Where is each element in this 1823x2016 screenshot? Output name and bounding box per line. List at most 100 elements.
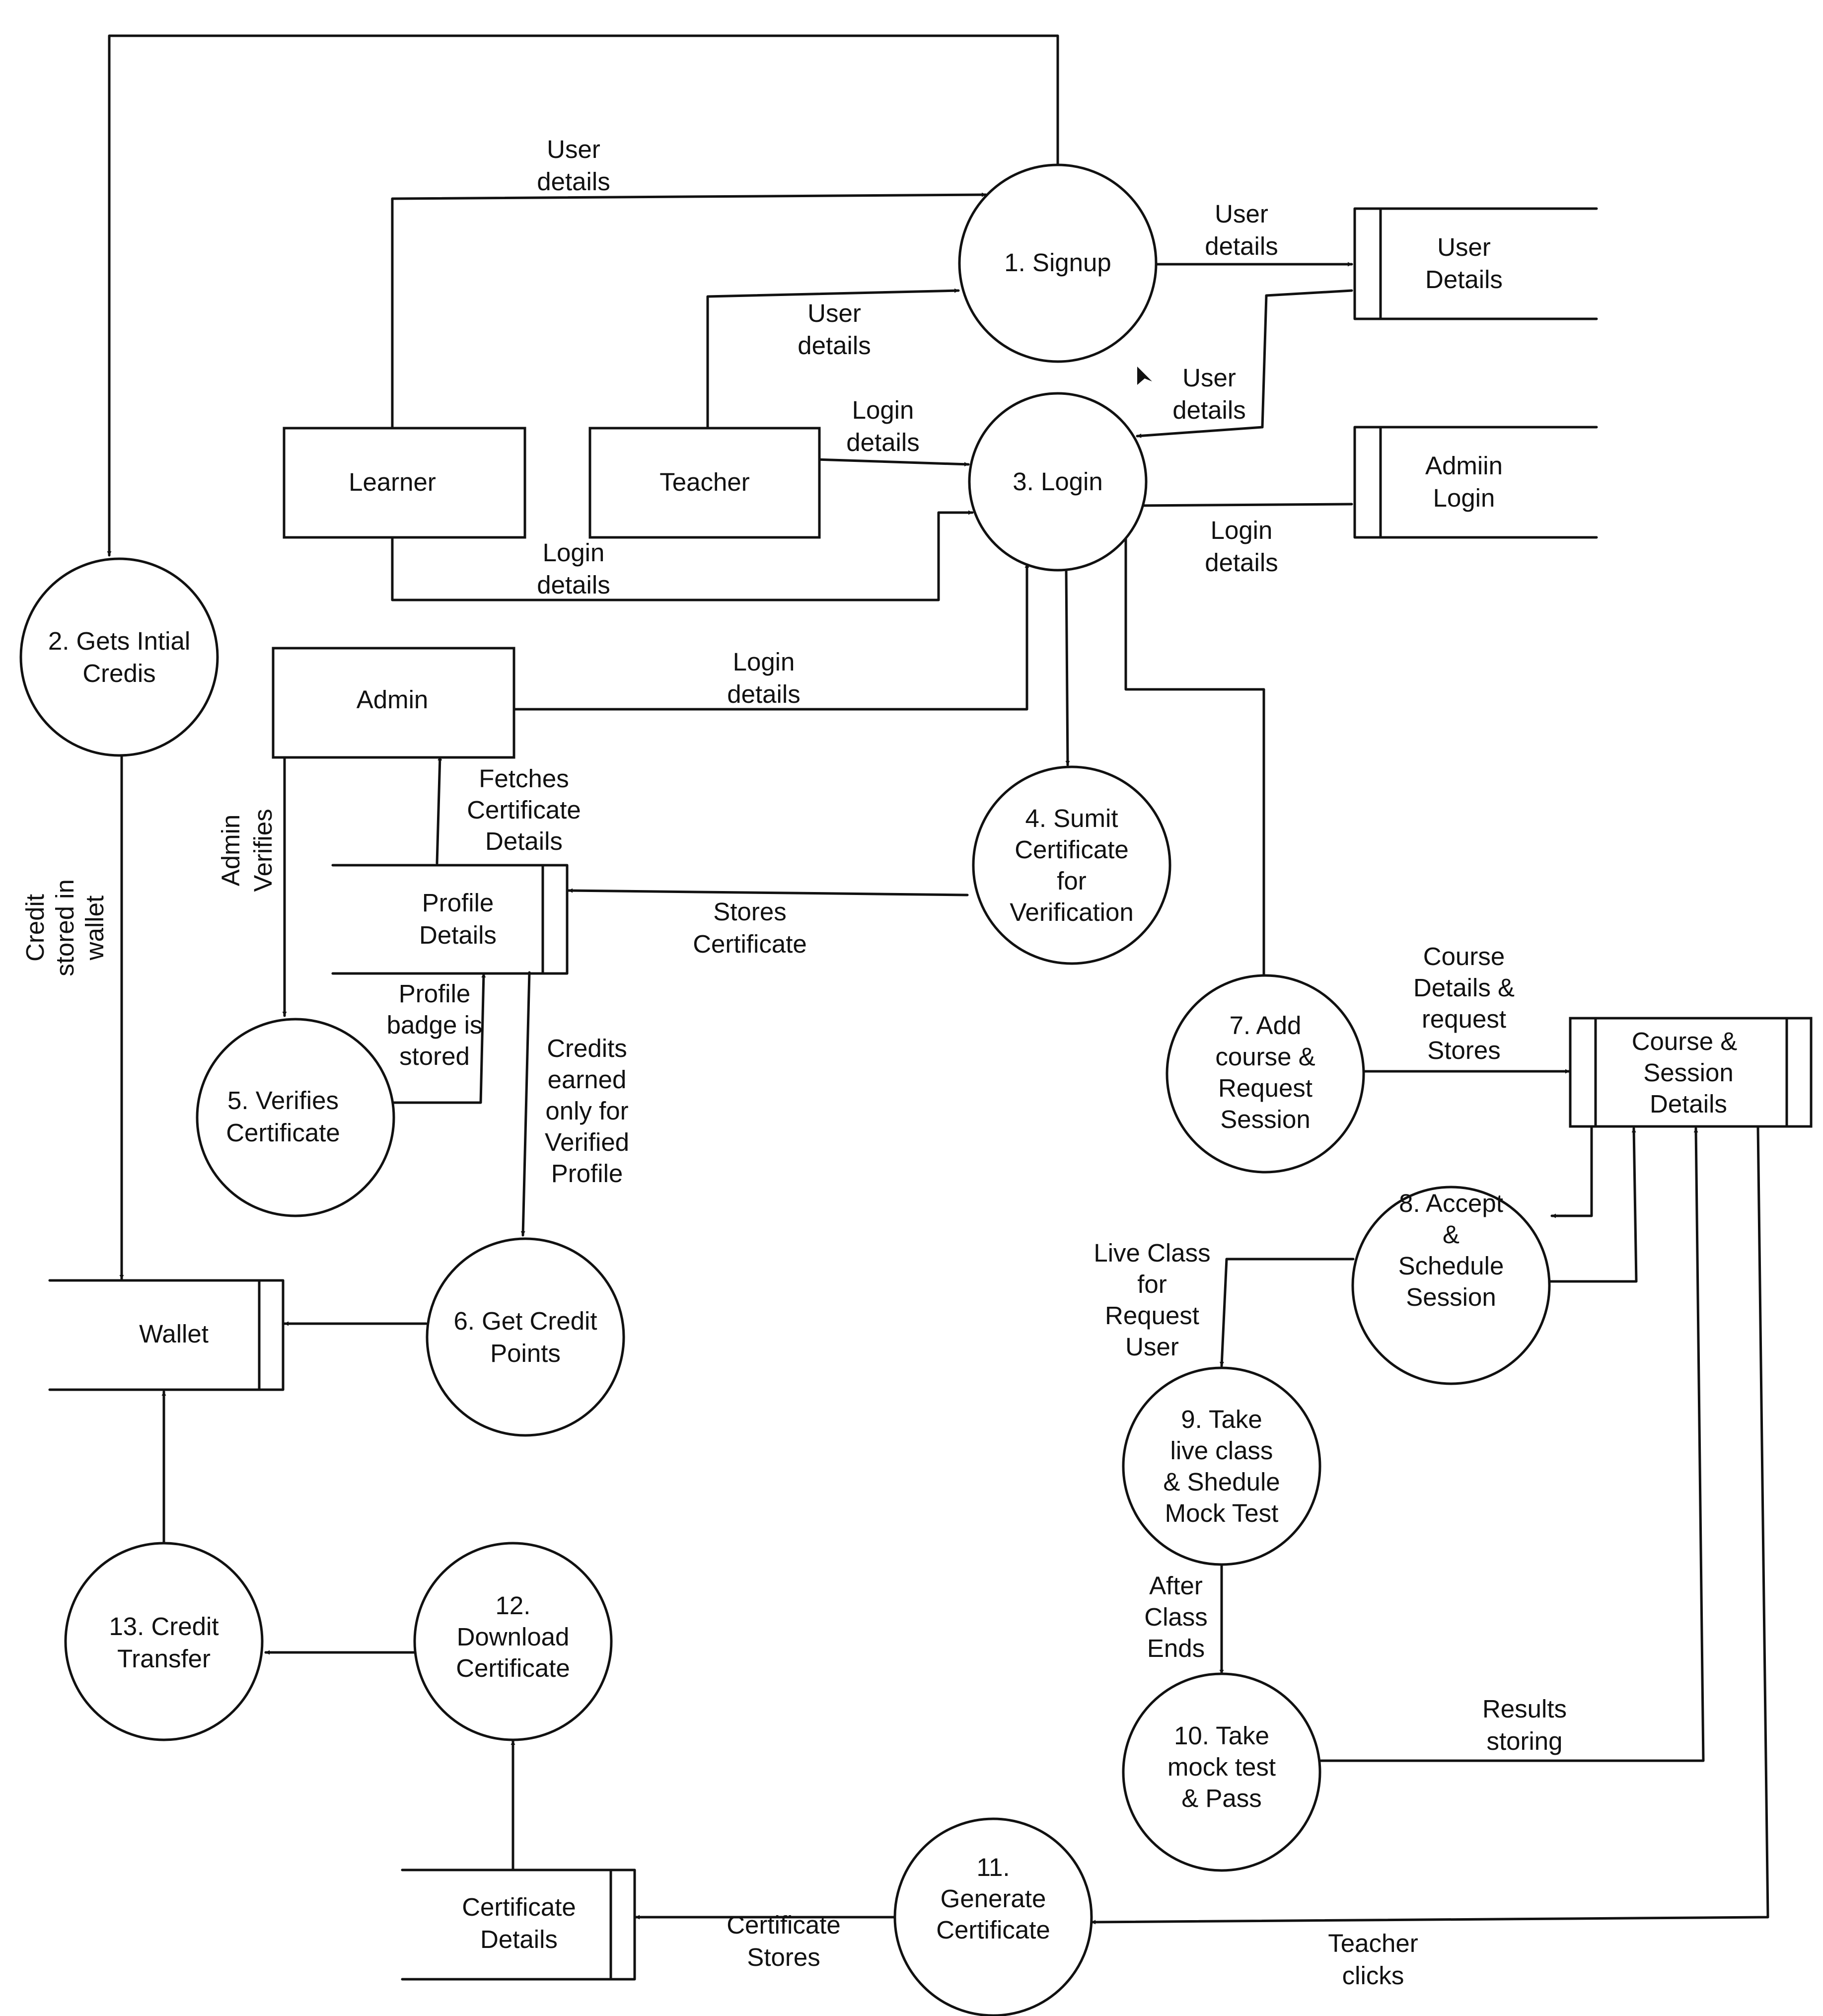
label-after-class: After Class Ends xyxy=(1144,1571,1208,1662)
process-login-label: 3. Login xyxy=(1013,467,1103,496)
label-text: badge is xyxy=(387,1011,483,1039)
store-profile-details-label-1: Profile xyxy=(422,889,494,917)
process-verify-certificate-label-1: 5. Verifies xyxy=(227,1086,339,1115)
label-teacher-signup: User details xyxy=(798,299,871,360)
process-download-certificate-label-3: Certificate xyxy=(456,1654,570,1682)
label-text: Course xyxy=(1423,942,1505,971)
entity-learner: Learner xyxy=(283,427,526,539)
flow-verify-to-profile xyxy=(392,972,486,1104)
process-mock-test-label-3: & Pass xyxy=(1181,1784,1262,1812)
label-admin-verifies: Admin Verifies xyxy=(217,809,277,892)
label-text: Stores xyxy=(713,897,786,926)
label-text: Verifies xyxy=(249,809,277,892)
entity-learner-label: Learner xyxy=(349,468,436,496)
label-text: earned xyxy=(548,1065,627,1094)
label-text: only for xyxy=(545,1097,628,1125)
label-fetches: Fetches Certificate Details xyxy=(467,764,581,855)
store-user-details-label-1: User xyxy=(1437,233,1491,261)
process-live-class-label-3: & Shedule xyxy=(1163,1468,1280,1496)
label-text: Credit xyxy=(21,894,49,962)
label-text: clicks xyxy=(1342,1961,1404,1990)
flow-profile-to-credit-points xyxy=(520,971,531,1237)
flow-lines xyxy=(107,34,1769,1925)
label-text: details xyxy=(537,167,610,196)
flow-admin-to-login xyxy=(510,562,1029,711)
process-generate-certificate-label-3: Certificate xyxy=(936,1916,1050,1944)
flow-course-store-to-generate xyxy=(1090,1125,1769,1925)
label-text: Certificate xyxy=(467,796,581,824)
process-submit-certificate-label-4: Verification xyxy=(1010,898,1133,926)
flow-login-to-add-course xyxy=(1124,537,1265,976)
process-login: 3. Login xyxy=(968,392,1148,572)
label-cert-stores: Certificate Stores xyxy=(727,1911,841,1971)
store-certificate-details: Certificate Details xyxy=(401,1868,636,1981)
label-teacher-clicks: Teacher clicks xyxy=(1328,1929,1418,1990)
entity-admin: Admin xyxy=(272,647,515,759)
process-download-certificate-label-1: 12. xyxy=(496,1591,531,1620)
process-mock-test-label-2: mock test xyxy=(1167,1753,1276,1781)
flow-login-to-submit-cert xyxy=(1065,569,1070,766)
flow-accept-to-course-store xyxy=(1548,1127,1638,1283)
label-text: for xyxy=(1137,1270,1167,1298)
flow-user-store-to-login xyxy=(1136,289,1353,438)
flow-signup-to-initial-credits xyxy=(107,34,1059,557)
label-text: storing xyxy=(1486,1727,1562,1755)
entity-admin-label: Admin xyxy=(357,685,429,714)
label-text: Credits xyxy=(547,1034,627,1062)
label-learner-signup: User details xyxy=(537,135,610,196)
label-store-login: User details xyxy=(1172,364,1245,424)
process-add-course-label-4: Session xyxy=(1220,1105,1310,1133)
process-credit-transfer-label-1: 13. Credit xyxy=(109,1612,219,1641)
flow-submit-to-profile xyxy=(567,888,969,896)
label-text: Verified xyxy=(545,1128,629,1156)
process-add-course-label-1: 7. Add xyxy=(1230,1011,1302,1040)
store-wallet: Wallet xyxy=(48,1279,285,1391)
label-badge: Profile badge is stored xyxy=(387,979,483,1070)
store-wallet-label: Wallet xyxy=(139,1320,209,1348)
label-teacher-login: Login details xyxy=(846,396,919,456)
store-certificate-details-label-2: Details xyxy=(480,1925,558,1953)
store-profile-details-label-2: Details xyxy=(419,921,497,949)
process-credit-points-label-2: Points xyxy=(490,1339,561,1367)
store-course-session: Course & Session Details xyxy=(1569,1017,1813,1128)
label-text: Details xyxy=(485,827,563,855)
process-signup: 1. Signup xyxy=(958,163,1158,363)
store-admin-login: Admiin Login xyxy=(1353,426,1598,539)
store-user-details: User Details xyxy=(1353,207,1598,320)
flow-mock-test-to-course-store xyxy=(1319,1127,1705,1762)
process-initial-credits: 2. Gets Intial Credis xyxy=(19,557,219,757)
label-live-class: Live Class for Request User xyxy=(1094,1239,1210,1361)
label-text: User xyxy=(547,135,600,163)
label-text: details xyxy=(846,428,919,456)
process-signup-label: 1. Signup xyxy=(1004,248,1111,277)
process-accept-schedule-label-2: & xyxy=(1443,1220,1459,1249)
label-text: Profile xyxy=(551,1159,623,1188)
process-mock-test: 10. Take mock test & Pass xyxy=(1122,1672,1321,1872)
flow-labels: User details User details User details U… xyxy=(21,135,1567,1990)
process-generate-certificate-label-1: 11. xyxy=(976,1853,1010,1881)
process-submit-certificate-label-2: Certificate xyxy=(1015,835,1129,864)
label-text: Certificate xyxy=(693,930,807,958)
process-add-course: 7. Add course & Request Session xyxy=(1166,974,1365,1174)
label-text: details xyxy=(537,571,610,599)
label-text: details xyxy=(1205,548,1278,577)
label-signup-store: User details xyxy=(1205,200,1278,260)
label-text: request xyxy=(1422,1005,1506,1033)
process-submit-certificate-label-1: 4. Sumit xyxy=(1025,804,1118,832)
label-text: details xyxy=(798,331,871,360)
flow-course-store-to-accept xyxy=(1550,1125,1593,1218)
flow-learner-to-login xyxy=(391,510,974,601)
label-text: Login xyxy=(543,538,605,567)
label-text: Profile xyxy=(399,979,471,1008)
label-admin-store-login: Login details xyxy=(1205,516,1278,577)
process-add-course-label-2: course & xyxy=(1215,1043,1315,1071)
flow-admin-store-to-login xyxy=(1134,503,1353,508)
store-user-details-label-2: Details xyxy=(1425,265,1503,294)
flow-teacher-to-login xyxy=(814,458,970,467)
process-accept-schedule-label-3: Schedule xyxy=(1398,1252,1504,1280)
label-text: Stores xyxy=(747,1943,820,1971)
stray-arrowhead xyxy=(1137,367,1152,385)
process-verify-certificate-label-2: Certificate xyxy=(226,1119,340,1147)
process-generate-certificate: 11. Generate Certificate xyxy=(893,1817,1093,2016)
label-text: Login xyxy=(852,396,914,424)
